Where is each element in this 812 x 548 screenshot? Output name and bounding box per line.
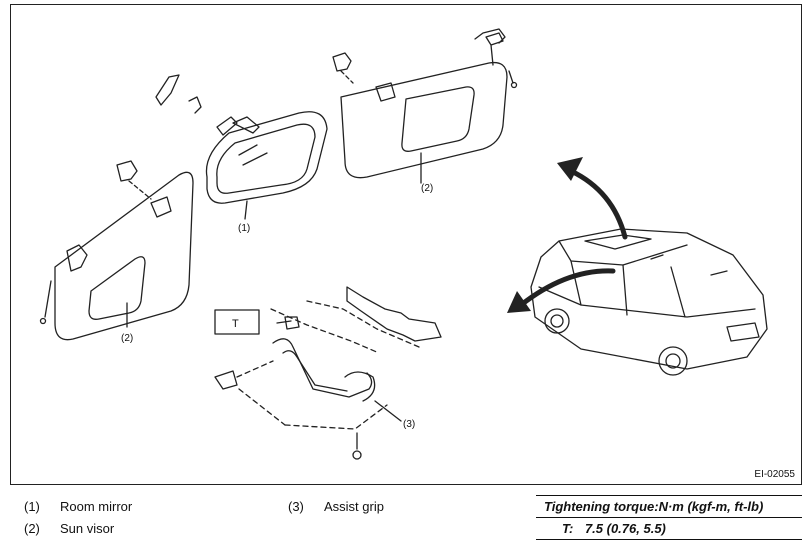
torque-row: T: 7.5 (0.76, 5.5): [536, 518, 802, 540]
legend-item: (1) Room mirror: [24, 499, 132, 514]
direction-arrows: [507, 157, 628, 313]
figure-code: EI-02055: [754, 469, 795, 480]
torque-header: Tightening torque:N·m (kgf-m, ft-lb): [536, 495, 802, 518]
legend-num: (2): [24, 521, 40, 536]
legend-label: Room mirror: [60, 499, 133, 514]
room-mirror: [155, 74, 328, 220]
legend-label: Assist grip: [324, 499, 384, 514]
callout-room-mirror: (1): [238, 223, 251, 234]
callout-assist-grip: (3): [403, 419, 416, 430]
torque-table: Tightening torque:N·m (kgf-m, ft-lb) T: …: [536, 495, 802, 540]
legend-label: Sun visor: [60, 521, 115, 536]
torque-box-label: T: [232, 318, 239, 330]
legend-item: (2) Sun visor: [24, 521, 114, 536]
legend-num: (3): [288, 499, 304, 514]
parts-diagram: (1) (2) (2) (3) T EI-02055: [10, 4, 802, 485]
sun-visor-left: [39, 160, 194, 341]
vehicle-illustration: [530, 228, 768, 376]
sun-visor-right: [332, 28, 518, 184]
callout-sun-visor-left: (2): [121, 333, 134, 344]
assist-grip: [214, 286, 442, 460]
torque-value-label: T:: [562, 521, 574, 536]
torque-value: 7.5 (0.76, 5.5): [584, 521, 666, 536]
line-art: [39, 28, 768, 460]
legend-item: (3) Assist grip: [288, 499, 384, 514]
callout-sun-visor-right: (2): [421, 183, 434, 194]
legend-num: (1): [24, 499, 40, 514]
